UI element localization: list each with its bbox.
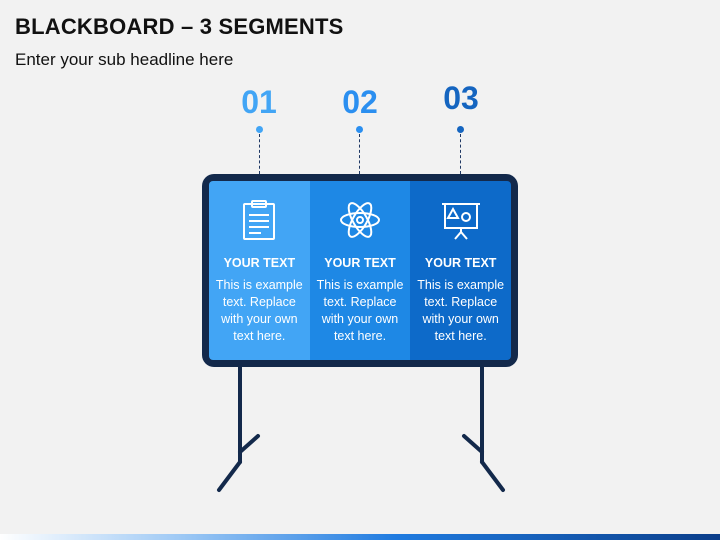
- connector-line-3: [460, 134, 461, 174]
- page-subtitle: Enter your sub headline here: [15, 50, 234, 69]
- segment-title-2: YOUR TEXT: [324, 256, 396, 270]
- presentation-board-icon: [441, 203, 480, 240]
- segment-panel-1: YOUR TEXT This is example text. Replace …: [209, 181, 310, 360]
- connector-dot-2: [356, 126, 363, 133]
- segment-number-1: 01: [241, 84, 277, 120]
- segment-number-3: 03: [443, 80, 479, 116]
- footer-gradient-bar: [0, 534, 720, 540]
- connector-line-1: [259, 134, 260, 174]
- segment-panel-2: YOUR TEXT This is example text. Replace …: [309, 181, 411, 360]
- segment-title-3: YOUR TEXT: [424, 256, 497, 270]
- segment-title-1: YOUR TEXT: [223, 256, 296, 270]
- segment-text-1: This is example text. Replace with your …: [215, 278, 303, 343]
- connector-line-2: [359, 134, 360, 174]
- segment-number-2: 02: [342, 84, 378, 120]
- segment-panel-3: YOUR TEXT This is example text. Replace …: [410, 181, 511, 360]
- connector-dot-1: [256, 126, 263, 133]
- blackboard: YOUR TEXT This is example text. Replace …: [202, 174, 518, 367]
- page-title: BLACKBOARD – 3 SEGMENTS: [15, 14, 344, 39]
- segment-text-2: This is example text. Replace with your …: [316, 278, 404, 343]
- clipboard-icon: [243, 200, 276, 240]
- segment-text-3: This is example text. Replace with your …: [417, 278, 505, 343]
- connector-dot-3: [457, 126, 464, 133]
- atom-icon: [340, 202, 380, 238]
